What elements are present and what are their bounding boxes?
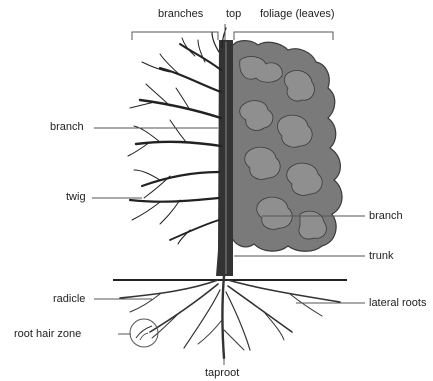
root-hair-detail (140, 333, 148, 340)
label-branches: branches (158, 8, 203, 20)
foliage-bracket (234, 32, 333, 40)
taproot-line (223, 276, 225, 358)
label-root-hair-zone: root hair zone (14, 328, 81, 340)
label-twig: twig (66, 191, 86, 203)
label-branch-right: branch (369, 210, 403, 222)
roots (120, 276, 340, 358)
label-radicle: radicle (53, 293, 85, 305)
root-hair-zone-circle (130, 319, 158, 347)
branches-bracket (132, 32, 218, 40)
label-trunk: trunk (369, 250, 393, 262)
label-lateral-roots: lateral roots (369, 297, 426, 309)
trunk (216, 40, 233, 276)
label-branch-left: branch (50, 121, 84, 133)
label-taproot: taproot (205, 367, 239, 379)
foliage (232, 41, 342, 252)
label-foliage: foliage (leaves) (260, 8, 335, 20)
trunk-body (216, 40, 233, 276)
label-top: top (226, 8, 241, 20)
bare-branches (128, 28, 226, 244)
